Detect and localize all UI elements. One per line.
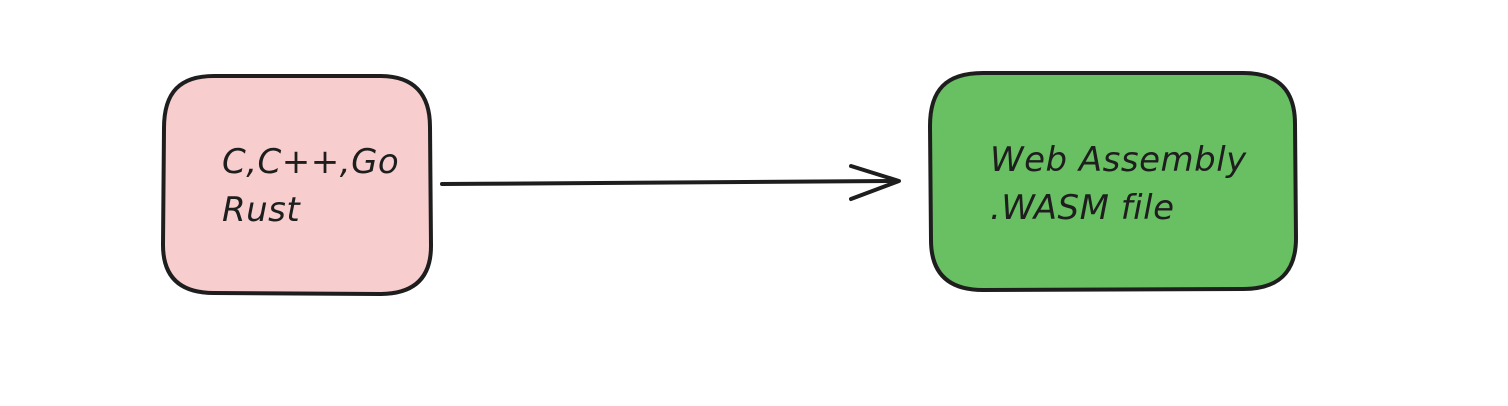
edge-source-to-target[interactable] [440, 164, 901, 201]
target-node-box [928, 71, 1298, 292]
arrow-head [849, 164, 901, 201]
source-node-label: C,C++,Go Rust [222, 138, 399, 234]
target-node-label-line: Web Assembly [990, 140, 1247, 180]
source-node[interactable] [161, 74, 433, 296]
source-node-box [161, 74, 433, 296]
target-node-label: Web Assembly .WASM file [990, 136, 1247, 232]
target-node-label-line: .WASM file [990, 188, 1175, 228]
source-node-label-line: Rust [222, 190, 301, 230]
source-node-label-line: C,C++,Go [222, 142, 400, 182]
arrow-shaft [440, 179, 900, 186]
target-node[interactable] [928, 71, 1298, 292]
